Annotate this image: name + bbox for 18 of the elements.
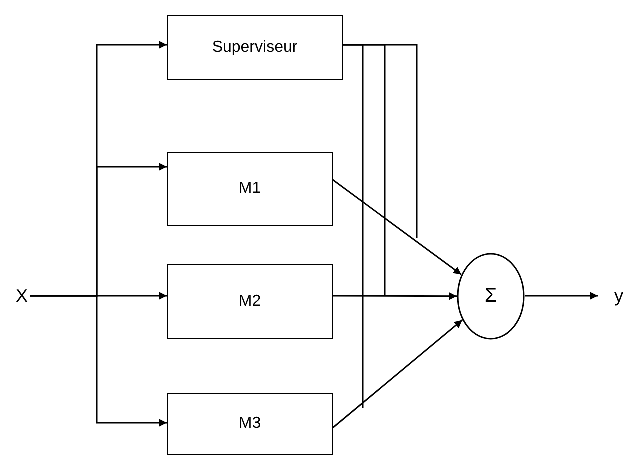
box-label: M2 bbox=[238, 292, 262, 310]
process-box bbox=[167, 264, 333, 339]
connector-line bbox=[343, 44, 418, 238]
arrow bbox=[332, 320, 463, 429]
arrow bbox=[30, 295, 167, 427]
summation-ellipse bbox=[457, 253, 525, 340]
process-box bbox=[167, 393, 333, 455]
box-label: M3 bbox=[238, 415, 262, 433]
signal-label: y bbox=[612, 284, 626, 308]
sum-symbol: Σ bbox=[484, 285, 498, 308]
process-box bbox=[167, 152, 333, 226]
box-label: M1 bbox=[238, 180, 262, 198]
process-box bbox=[167, 15, 343, 80]
arrow bbox=[525, 292, 598, 300]
arrow bbox=[332, 179, 462, 276]
signal-label: X bbox=[12, 284, 32, 308]
arrow bbox=[333, 292, 457, 300]
box-label: Superviseur bbox=[212, 38, 298, 56]
